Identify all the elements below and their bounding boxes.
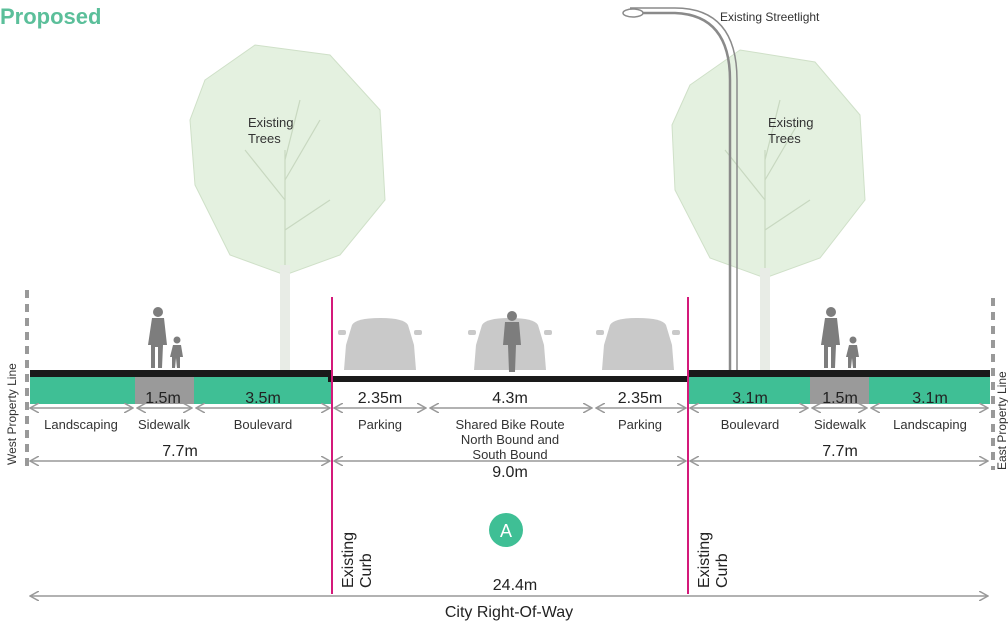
- west-curb-label-1: Existing: [340, 532, 357, 588]
- bike-route-width: 4.3m: [492, 390, 528, 407]
- pedestrians-left-icon: [148, 307, 183, 368]
- landscaping-east-width: 3.1m: [912, 390, 948, 407]
- parking-west-label: Parking: [358, 417, 402, 432]
- ground-section: [30, 370, 990, 404]
- tree-right-label-1: Existing: [768, 115, 814, 130]
- pedestrians-right-icon: [821, 307, 859, 368]
- parking-west-width: 2.35m: [358, 390, 402, 407]
- segment-dimension-lines: [30, 408, 988, 596]
- west-property-line-label: West Property Line: [5, 363, 19, 465]
- tree-right-label-2: Trees: [768, 131, 801, 146]
- cyclist-icon: [503, 311, 521, 372]
- bike-route-label-1: Shared Bike Route: [455, 417, 564, 432]
- east-side-width: 7.7m: [822, 443, 858, 460]
- landscaping-west-label: Landscaping: [44, 417, 118, 432]
- sidewalk-west-label: Sidewalk: [138, 417, 191, 432]
- streetlight-label: Existing Streetlight: [720, 10, 820, 24]
- bike-route-label-3: South Bound: [472, 447, 547, 462]
- car-west-parking-icon: [338, 318, 422, 370]
- car-east-parking-icon: [596, 318, 680, 370]
- tree-left-label-2: Trees: [248, 131, 281, 146]
- right-of-way-label: City Right-Of-Way: [445, 604, 573, 621]
- sidewalk-west-width: 1.5m: [145, 390, 181, 407]
- boulevard-west-label: Boulevard: [234, 417, 293, 432]
- streetlight-icon: [622, 7, 738, 370]
- sidewalk-east-label: Sidewalk: [814, 417, 867, 432]
- tree-right-icon: [671, 49, 866, 370]
- east-property-line-label: East Property Line: [995, 371, 1008, 470]
- parking-east-width: 2.35m: [618, 390, 662, 407]
- boulevard-west-width: 3.5m: [245, 390, 281, 407]
- landscaping-east-label: Landscaping: [893, 417, 967, 432]
- east-curb-label-1: Existing: [696, 532, 713, 588]
- right-of-way-width: 24.4m: [493, 577, 537, 594]
- sidewalk-east-width: 1.5m: [822, 390, 858, 407]
- boulevard-east-label: Boulevard: [721, 417, 780, 432]
- marker-a-icon: A: [489, 513, 523, 547]
- bike-route-label-2: North Bound and: [461, 432, 559, 447]
- east-curb-label-2: Curb: [714, 553, 731, 588]
- roadway-width: 9.0m: [492, 464, 528, 481]
- tree-left-label-1: Existing: [248, 115, 294, 130]
- marker-a-label: A: [500, 521, 512, 541]
- tree-left-icon: [189, 44, 386, 370]
- boulevard-east-width: 3.1m: [732, 390, 768, 407]
- parking-east-label: Parking: [618, 417, 662, 432]
- west-side-width: 7.7m: [162, 443, 198, 460]
- west-curb-label-2: Curb: [358, 553, 375, 588]
- diagram-title: Proposed: [0, 4, 101, 29]
